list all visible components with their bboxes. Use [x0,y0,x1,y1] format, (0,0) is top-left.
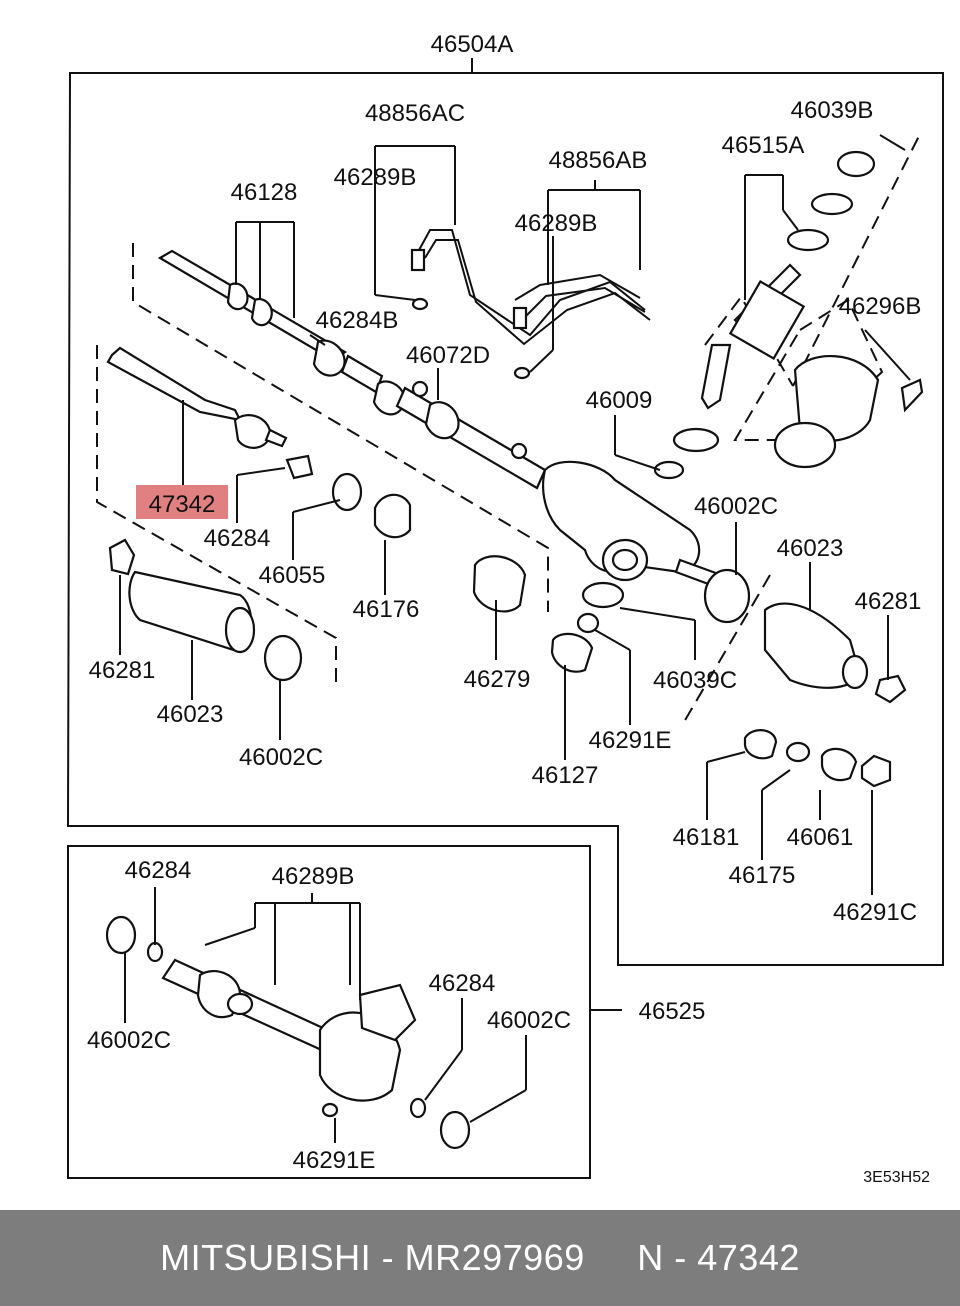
leader-lines [119,134,911,1143]
label-46289B-bot: 46289B [272,863,355,890]
highlight-box [136,485,228,519]
assembly-frame [66,72,944,966]
label-48856AC: 48856AC [365,100,465,127]
label-46002C-b: 46002C [239,744,323,771]
label-46127: 46127 [532,762,599,789]
hydraulic-lines [410,229,651,380]
label-46515A: 46515A [722,132,805,159]
boot-right [763,602,907,704]
label-46072D: 46072D [406,342,490,369]
label-46176: 46176 [353,596,420,623]
sub-assembly [105,915,471,1150]
seals [550,581,892,788]
label-46128: 46128 [231,179,298,206]
label-46296B: 46296B [839,293,922,320]
label-46039C: 46039C [653,667,737,694]
footer-bar: MITSUBISHI - MR297969 N - 47342 [0,1210,960,1306]
label-46055: 46055 [259,562,326,589]
label-46281-right: 46281 [855,588,922,615]
label-46281-left: 46281 [89,657,156,684]
label-46291E-a: 46291E [589,727,672,754]
footer-part-number: MITSUBISHI - MR297969 N - 47342 [160,1237,800,1278]
boot-left [108,538,303,682]
label-46289B-top: 46289B [334,164,417,191]
label-46284-c: 46284 [429,970,496,997]
label-46002C-d: 46002C [87,1027,171,1054]
gear-housing [542,460,751,624]
label-46291E-b: 46291E [293,1147,376,1174]
part-labels: 46504A 48856AC 46039B 46289B 46515A 4885… [87,31,930,1186]
label-46284-b: 46284 [125,857,192,884]
label-46175: 46175 [729,862,796,889]
label-46009: 46009 [586,387,653,414]
label-46291C: 46291C [833,899,917,926]
label-46002C-c: 46002C [487,1007,571,1034]
small-parts [331,472,527,613]
parts-diagram: 46504A 48856AC 46039B 46289B 46515A 4885… [66,31,944,1186]
tie-rod-inner [106,346,314,480]
label-46181: 46181 [673,824,740,851]
label-46039B: 46039B [791,97,874,124]
label-46023-left: 46023 [157,701,224,728]
label-46284-a: 46284 [204,525,271,552]
label-46002C-a: 46002C [694,493,778,520]
label-47342: 47342 [149,491,216,518]
label-46023-right: 46023 [777,535,844,562]
label-46279: 46279 [464,666,531,693]
label-46504A: 46504A [431,31,514,58]
drawing-code: 3E53H52 [863,1169,930,1186]
label-48856AB: 48856AB [549,147,648,174]
rack-shaft [157,249,547,490]
label-46525: 46525 [639,998,706,1025]
label-46289B-mid: 46289B [515,210,598,237]
label-46061: 46061 [787,824,854,851]
sub-assembly-frame [67,845,591,1179]
label-46284B: 46284B [316,307,399,334]
pinion-valve [653,150,924,480]
